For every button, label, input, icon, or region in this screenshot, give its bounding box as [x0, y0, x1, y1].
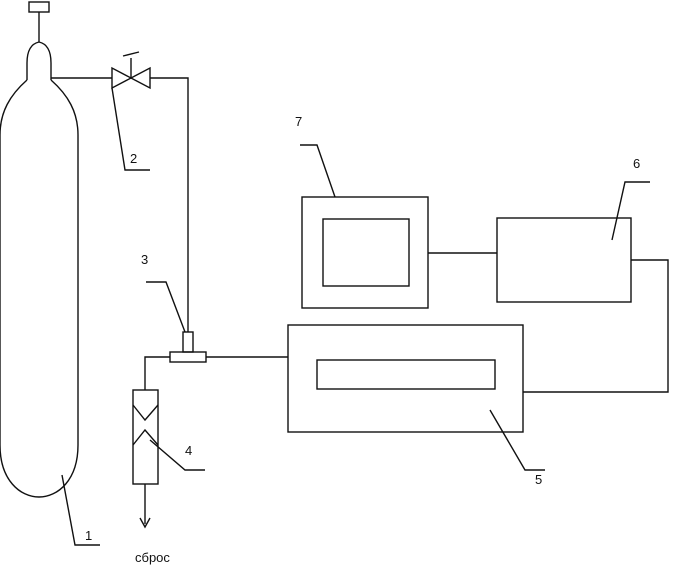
label-1: 1 — [85, 528, 92, 543]
analyzer — [287, 324, 524, 433]
cylinder-body — [0, 79, 79, 498]
label-2: 2 — [130, 151, 137, 166]
label-4: 4 — [185, 443, 192, 458]
gas-cylinder — [0, 1, 79, 498]
label-6: 6 — [633, 156, 640, 171]
label-5: 5 — [535, 472, 542, 487]
cylinder-cap — [28, 1, 50, 13]
vent-arrow-head — [139, 517, 151, 529]
tee-top — [182, 331, 194, 353]
flowmeter-lower-chevron — [132, 428, 159, 446]
analyzer-window — [316, 359, 496, 390]
pipe-valve-to-tee — [150, 77, 189, 332]
leader-6 — [611, 181, 650, 241]
tee-fitting — [169, 331, 207, 363]
leader-3 — [146, 281, 186, 333]
tee-body — [169, 351, 207, 363]
cylinder-neck — [26, 41, 52, 80]
leader-2 — [111, 87, 150, 171]
label-7: 7 — [295, 114, 302, 129]
monitor-screen — [322, 218, 410, 287]
flowmeter — [132, 389, 159, 529]
valve-right-triangle — [129, 66, 151, 90]
leader-4 — [149, 439, 205, 471]
valve-handle — [122, 51, 140, 57]
line-unit6-to-analyzer — [523, 259, 669, 393]
leader-5 — [489, 409, 545, 471]
flowmeter-upper-chevron — [132, 404, 159, 422]
valve-left-triangle — [111, 66, 133, 90]
leader-7 — [300, 144, 336, 198]
unit-6-box — [496, 217, 632, 303]
valve — [111, 51, 151, 90]
flowmeter-body — [132, 389, 159, 485]
analyzer-outer — [287, 324, 524, 433]
pipe-tee-to-flowmeter — [144, 356, 170, 390]
monitor — [301, 196, 429, 309]
label-vent: сброс — [135, 550, 170, 565]
label-3: 3 — [141, 252, 148, 267]
leader-1 — [61, 474, 100, 546]
